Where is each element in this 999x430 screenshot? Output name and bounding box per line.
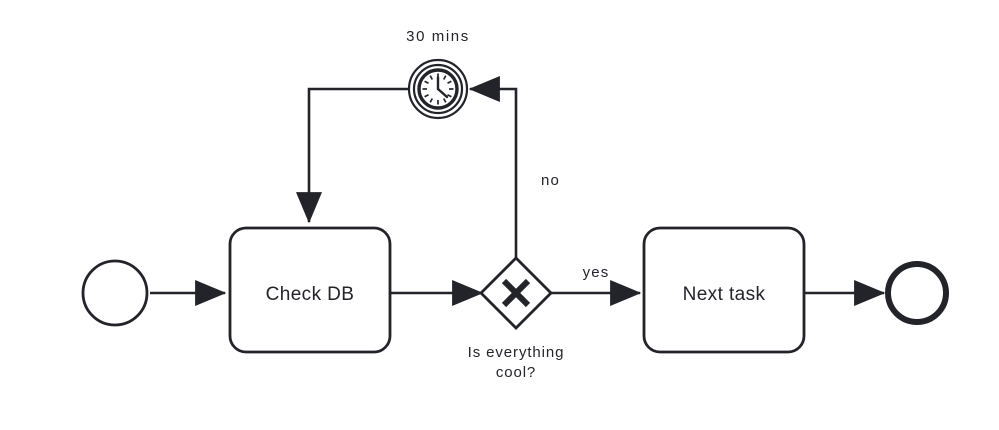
flow-timer-to-check-db xyxy=(296,87,409,224)
flow-label-no: no xyxy=(541,172,560,189)
task-next-task-box[interactable] xyxy=(642,226,806,354)
start-event[interactable] xyxy=(81,259,149,327)
gateway-label-line1: Is everything xyxy=(468,344,565,361)
end-event-circle[interactable] xyxy=(885,261,949,325)
timer-intermediate-event[interactable]: 30 mins xyxy=(406,28,470,120)
flow-gateway-yes-to-next-task: yes xyxy=(551,264,642,306)
task-next-task[interactable]: Next task xyxy=(642,226,806,354)
task-next-task-label: Next task xyxy=(683,284,766,305)
flow-gateway-no-to-timer: no xyxy=(468,76,560,258)
clock-hour-hand xyxy=(436,87,449,99)
task-check-db[interactable]: Check DB xyxy=(228,226,392,354)
end-event[interactable] xyxy=(885,261,949,325)
timer-event-label: 30 mins xyxy=(406,28,470,45)
gateway-label-line2: cool? xyxy=(496,364,536,381)
gateway-x-icon xyxy=(501,278,531,308)
task-check-db-box[interactable] xyxy=(228,226,392,354)
flow-label-yes: yes xyxy=(583,264,610,281)
gateway-exclusive[interactable]: Is everything cool? xyxy=(468,256,565,381)
flow-line xyxy=(468,76,518,258)
start-event-circle[interactable] xyxy=(81,259,149,327)
clock-icon xyxy=(417,68,459,110)
flow-line xyxy=(296,87,409,224)
task-check-db-label: Check DB xyxy=(266,284,355,305)
